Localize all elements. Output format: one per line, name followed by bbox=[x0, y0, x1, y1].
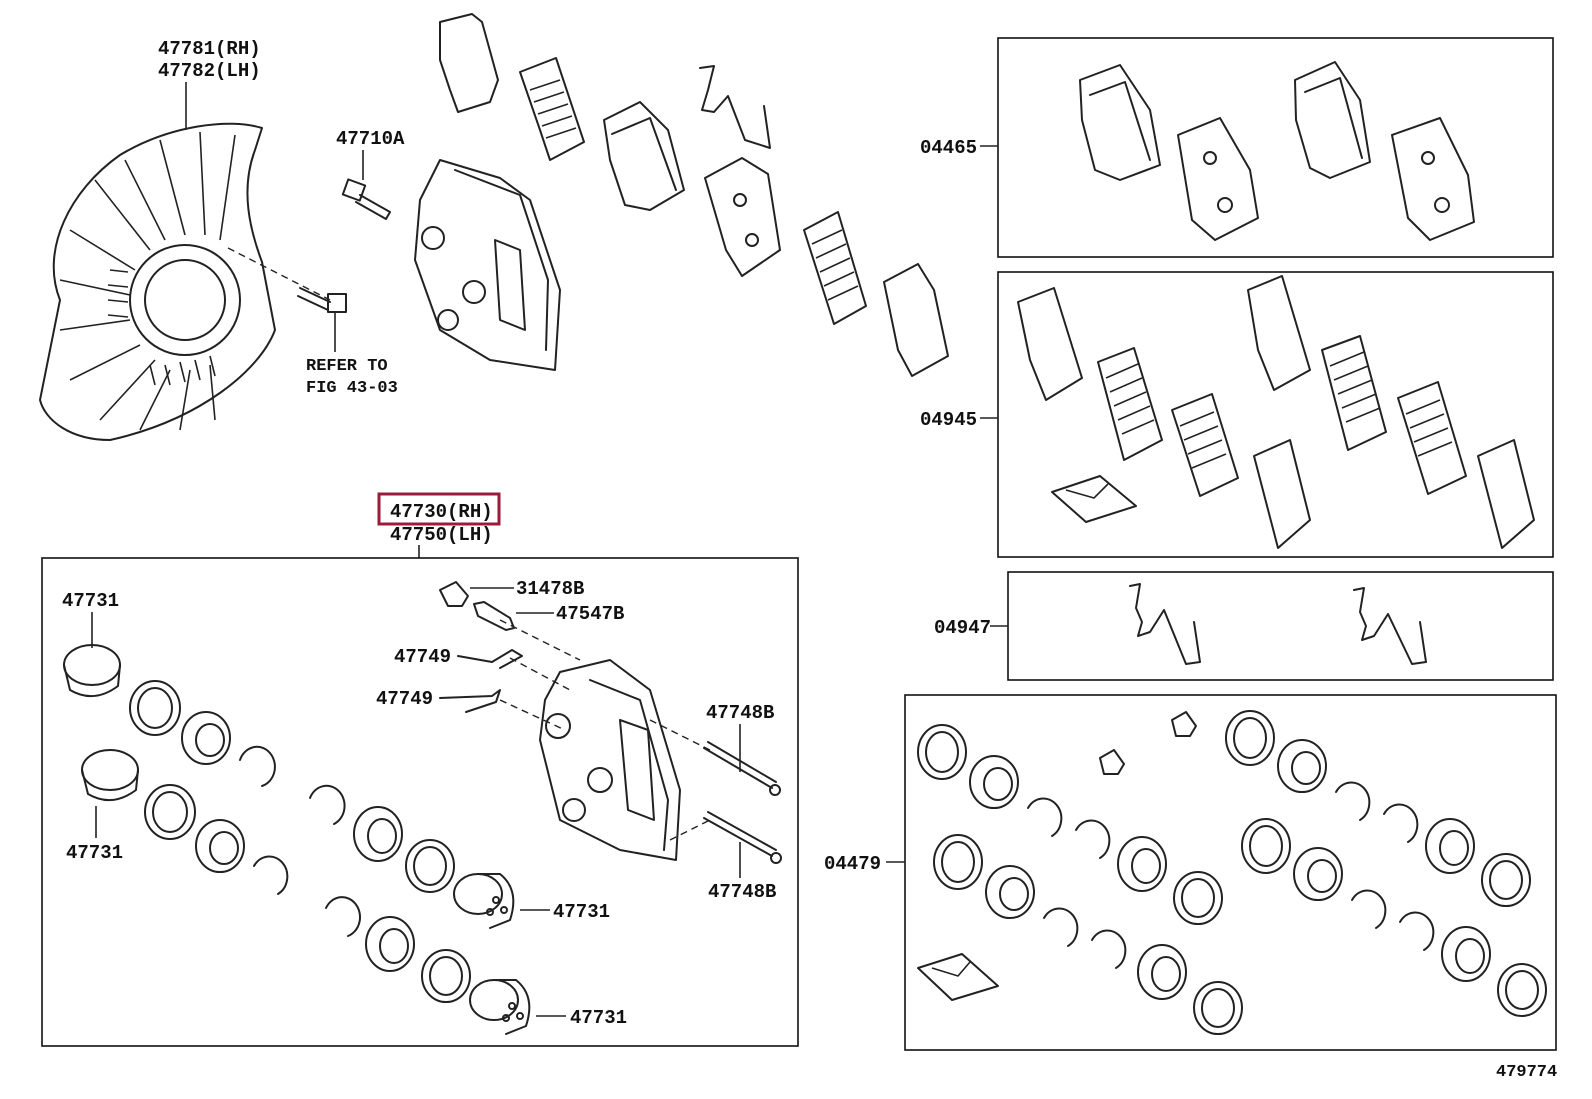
shim-icon bbox=[1097, 347, 1163, 461]
part-label-47749-b[interactable]: 47749 bbox=[376, 688, 433, 710]
part-label-04465[interactable]: 04465 bbox=[920, 137, 977, 159]
part-label-31478b[interactable]: 31478B bbox=[516, 578, 584, 600]
bleeder-plug-icon bbox=[473, 601, 515, 631]
bolt-icon bbox=[341, 178, 391, 220]
part-label-04947[interactable]: 04947 bbox=[934, 617, 991, 639]
seal-ring-icon bbox=[917, 710, 1547, 1035]
part-label-47710a[interactable]: 47710A bbox=[336, 128, 405, 150]
shim-icon bbox=[1171, 393, 1239, 497]
part-label-47731-d[interactable]: 47731 bbox=[570, 1007, 627, 1029]
bolt-icon bbox=[297, 287, 347, 313]
part-label-47748b-a[interactable]: 47748B bbox=[706, 702, 774, 724]
piston-icon bbox=[81, 749, 139, 801]
caliper-assembly-box bbox=[41, 557, 799, 1047]
brake-pad-icon bbox=[1079, 64, 1161, 181]
brake-pad-icon bbox=[603, 101, 685, 211]
figure-number: 479774 bbox=[1496, 1063, 1557, 1082]
kit-04945-box bbox=[997, 271, 1554, 558]
refer-text-line2[interactable]: FIG 43-03 bbox=[306, 379, 398, 398]
part-label-47547b[interactable]: 47547B bbox=[556, 603, 624, 625]
part-label-47731-b[interactable]: 47731 bbox=[66, 842, 123, 864]
shim-icon bbox=[1391, 117, 1475, 241]
part-label-47748b-b[interactable]: 47748B bbox=[708, 881, 776, 903]
shim-icon bbox=[1397, 381, 1467, 495]
anti-rattle-spring-icon bbox=[1129, 583, 1201, 665]
shim-icon bbox=[803, 211, 867, 325]
shim-icon bbox=[1477, 439, 1535, 549]
grease-packet-icon bbox=[917, 953, 999, 1001]
brake-pad-icon bbox=[883, 263, 949, 377]
part-label-47730[interactable]: 47730(RH) bbox=[390, 501, 493, 523]
anti-rattle-spring-icon bbox=[699, 65, 771, 149]
refer-text-line1[interactable]: REFER TO bbox=[306, 357, 388, 376]
grease-packet-icon bbox=[1051, 475, 1137, 523]
clip-icon bbox=[439, 689, 501, 713]
shim-icon bbox=[519, 57, 585, 161]
part-label-47750[interactable]: 47750(LH) bbox=[390, 524, 493, 546]
part-label-47749-a[interactable]: 47749 bbox=[394, 646, 451, 668]
piston-icon bbox=[453, 873, 515, 929]
kit-04465-box bbox=[997, 37, 1554, 258]
seal-ring-icon bbox=[129, 680, 471, 1003]
piston-icon bbox=[469, 979, 531, 1035]
part-label-04945[interactable]: 04945 bbox=[920, 409, 977, 431]
part-label-47731-c[interactable]: 47731 bbox=[553, 901, 610, 923]
slide-pin-icon bbox=[703, 741, 781, 796]
shim-icon bbox=[1017, 287, 1083, 401]
bleeder-plug-icon bbox=[1099, 711, 1197, 775]
kit-04947-box bbox=[1007, 571, 1554, 681]
caliper-icon bbox=[539, 659, 681, 861]
shim-icon bbox=[1253, 439, 1311, 549]
highlight-box bbox=[377, 492, 501, 526]
shim-icon bbox=[1321, 335, 1387, 451]
slide-pin-icon bbox=[703, 811, 782, 864]
piston-icon bbox=[63, 644, 121, 697]
kit-04479-box bbox=[904, 694, 1557, 1051]
brake-pad-icon bbox=[1294, 61, 1371, 179]
shim-icon bbox=[439, 13, 499, 113]
part-label-47782[interactable]: 47782(LH) bbox=[158, 60, 261, 82]
bleeder-plug-icon bbox=[439, 581, 469, 607]
shim-icon bbox=[1177, 117, 1259, 241]
dust-shield-icon bbox=[39, 122, 276, 441]
part-label-47781[interactable]: 47781(RH) bbox=[158, 38, 261, 60]
shim-icon bbox=[704, 157, 781, 277]
part-label-47731-a[interactable]: 47731 bbox=[62, 590, 119, 612]
part-label-04479[interactable]: 04479 bbox=[824, 853, 881, 875]
shim-icon bbox=[1247, 275, 1311, 391]
caliper-icon bbox=[414, 159, 561, 371]
anti-rattle-spring-icon bbox=[1353, 587, 1427, 665]
